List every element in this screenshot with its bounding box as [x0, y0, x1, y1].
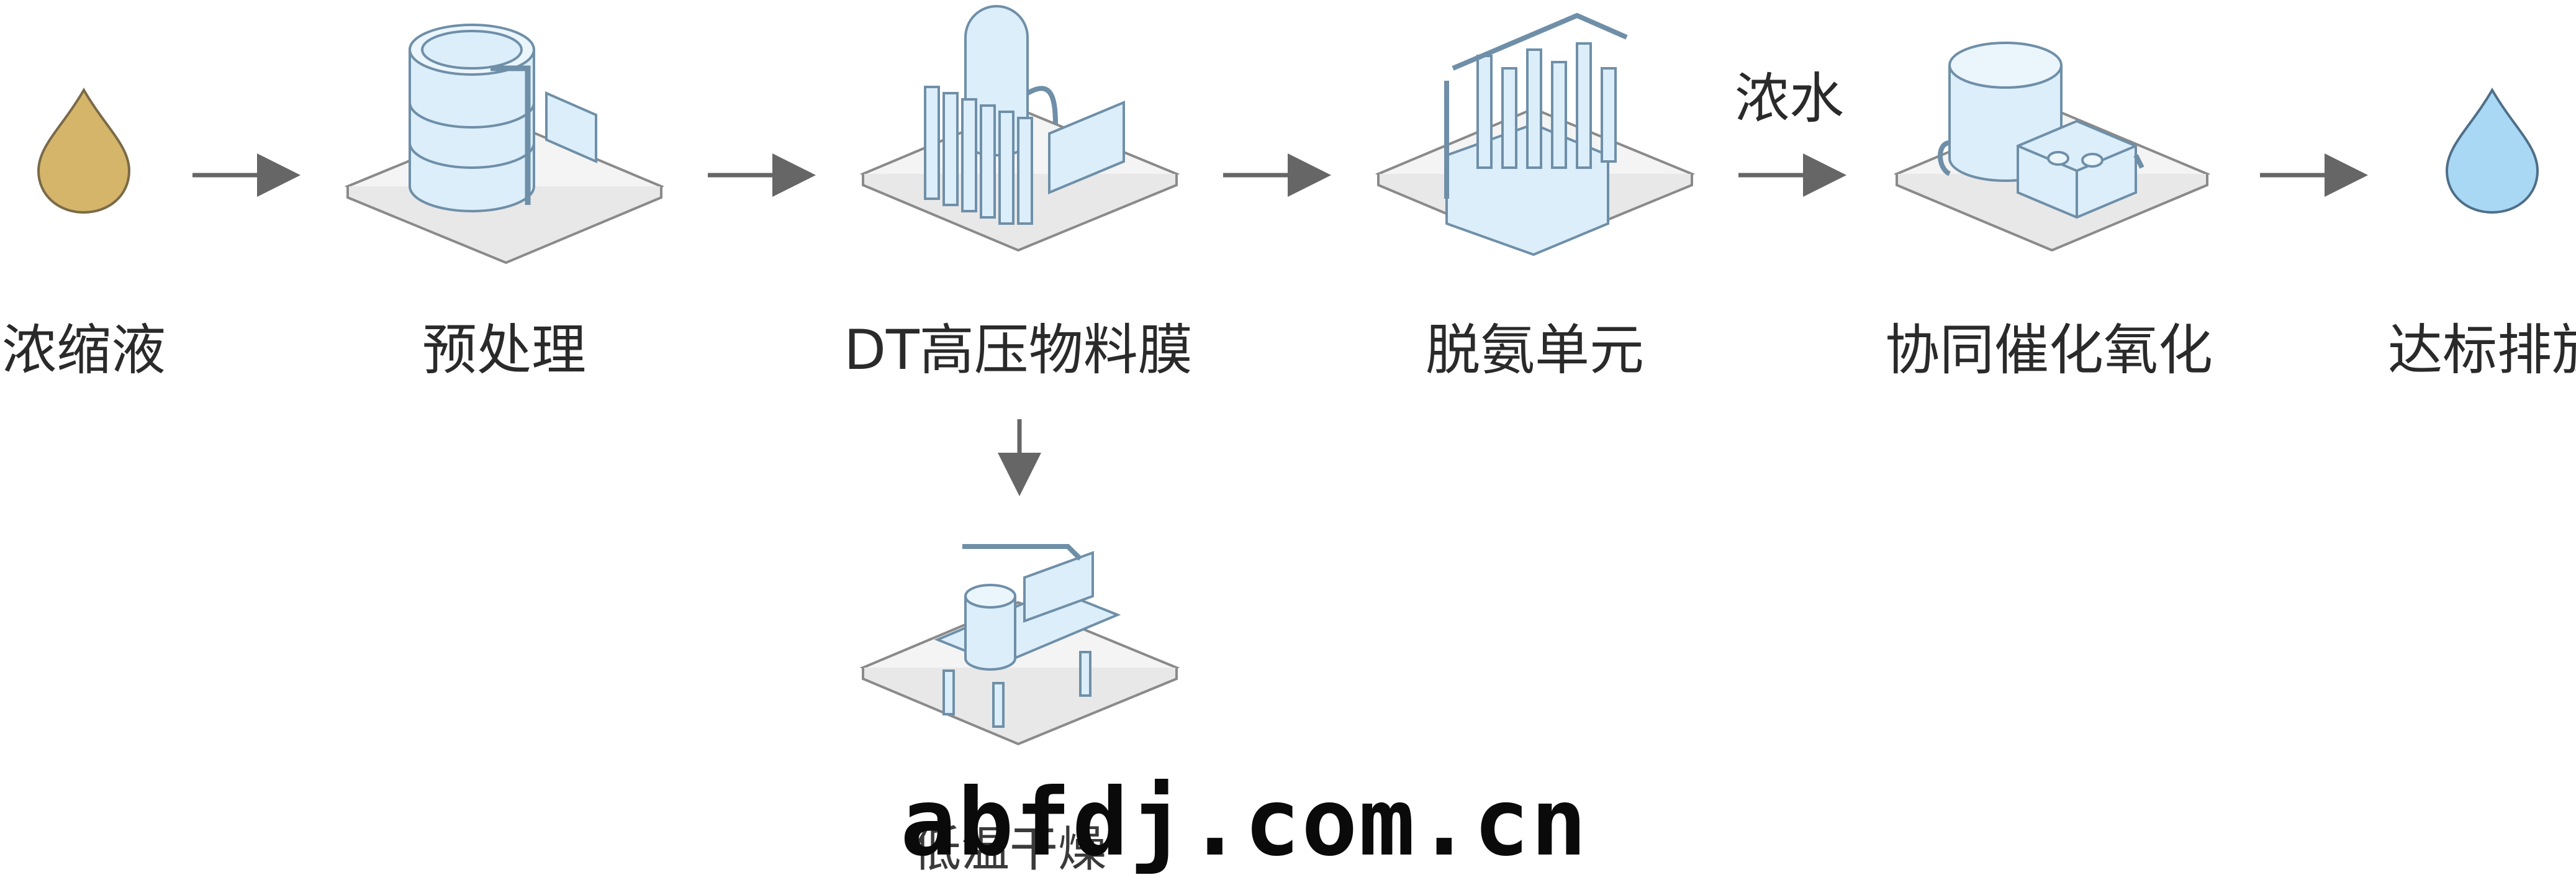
node-label-ammonia: 脱氨单元	[1425, 318, 1645, 382]
node-label-oxidation: 协同催化氧化	[1884, 318, 2213, 382]
membrane-equipment-icon	[859, 5, 1180, 252]
node-label-dt-membrane: DT高压物料膜	[844, 318, 1193, 382]
watermark: abfdj.com.cn	[900, 769, 1588, 877]
concentrate-drop-icon	[37, 88, 131, 214]
process-flow-diagram	[37, 5, 2539, 746]
node-label-pretreatment: 预处理	[422, 318, 587, 382]
node-label-discharge: 达标排放	[2387, 318, 2576, 382]
oxidation-equipment-icon	[1893, 42, 2211, 252]
discharge-drop-icon	[2445, 88, 2539, 214]
ammonia-equipment-icon	[1375, 12, 1696, 256]
edge-label-concentrated-water: 浓水	[1734, 66, 1845, 130]
node-label-concentrate: 浓缩液	[1, 318, 166, 382]
drying-equipment-icon	[859, 544, 1180, 746]
pretreatment-equipment-icon	[344, 24, 665, 265]
